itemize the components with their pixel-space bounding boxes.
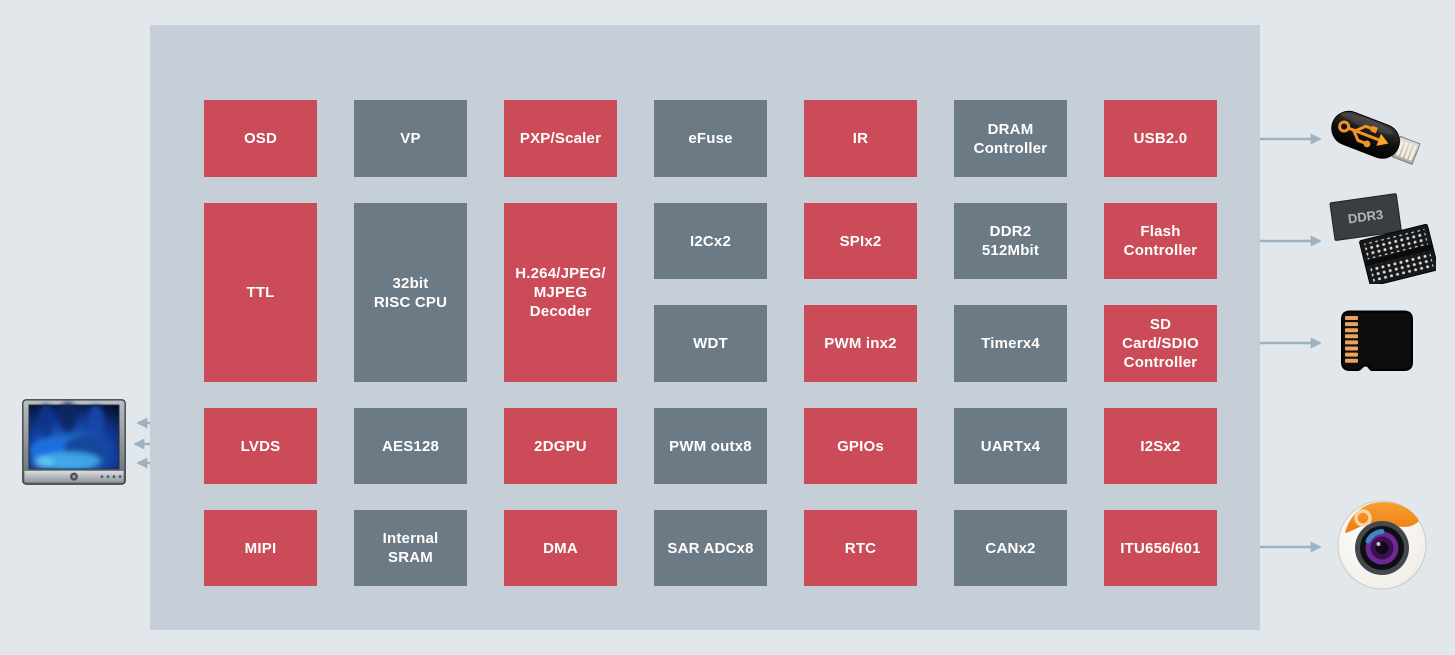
block-dma: DMA [504,510,617,586]
block-pxp-scaler: PXP/Scaler [504,100,617,177]
block-ddr2: DDR2 512Mbit [954,203,1067,279]
block-osd: OSD [204,100,317,177]
block-dram-controller: DRAM Controller [954,100,1067,177]
micro-sd-card-icon [1336,310,1418,374]
block-uart: UARTx4 [954,408,1067,484]
camera-icon [1336,499,1428,591]
block-timer: Timerx4 [954,305,1067,382]
block-2dgpu: 2DGPU [504,408,617,484]
block-mipi: MIPI [204,510,317,586]
lcd-monitor-icon [22,399,126,485]
block-ttl: TTL [204,203,317,382]
block-risc-cpu: 32bit RISC CPU [354,203,467,382]
block-i2c: I2Cx2 [654,203,767,279]
block-sar-adc: SAR ADCx8 [654,510,767,586]
block-spi: SPIx2 [804,203,917,279]
block-pwm-in: PWM inx2 [804,305,917,382]
usb-flash-drive-icon [1324,100,1426,178]
block-lvds: LVDS [204,408,317,484]
block-efuse: eFuse [654,100,767,177]
soc-panel: OSD VP PXP/Scaler eFuse IR DRAM Controll… [150,25,1260,630]
block-itu656-601: ITU656/601 [1104,510,1217,586]
block-aes128: AES128 [354,408,467,484]
block-rtc: RTC [804,510,917,586]
block-ir: IR [804,100,917,177]
block-wdt: WDT [654,305,767,382]
block-sd-sdio-controller: SD Card/SDIO Controller [1104,305,1217,382]
ddr3-chip-label: DDR3 [1347,207,1384,227]
block-pwm-out: PWM outx8 [654,408,767,484]
block-gpio: GPIOs [804,408,917,484]
block-usb2: USB2.0 [1104,100,1217,177]
block-can: CANx2 [954,510,1067,586]
block-internal-sram: Internal SRAM [354,510,467,586]
block-vp: VP [354,100,467,177]
block-h264-decoder: H.264/JPEG/ MJPEG Decoder [504,203,617,382]
ddr3-memory-chips-icon: DDR3 [1328,190,1439,287]
block-flash-controller: Flash Controller [1104,203,1217,279]
block-i2s: I2Sx2 [1104,408,1217,484]
